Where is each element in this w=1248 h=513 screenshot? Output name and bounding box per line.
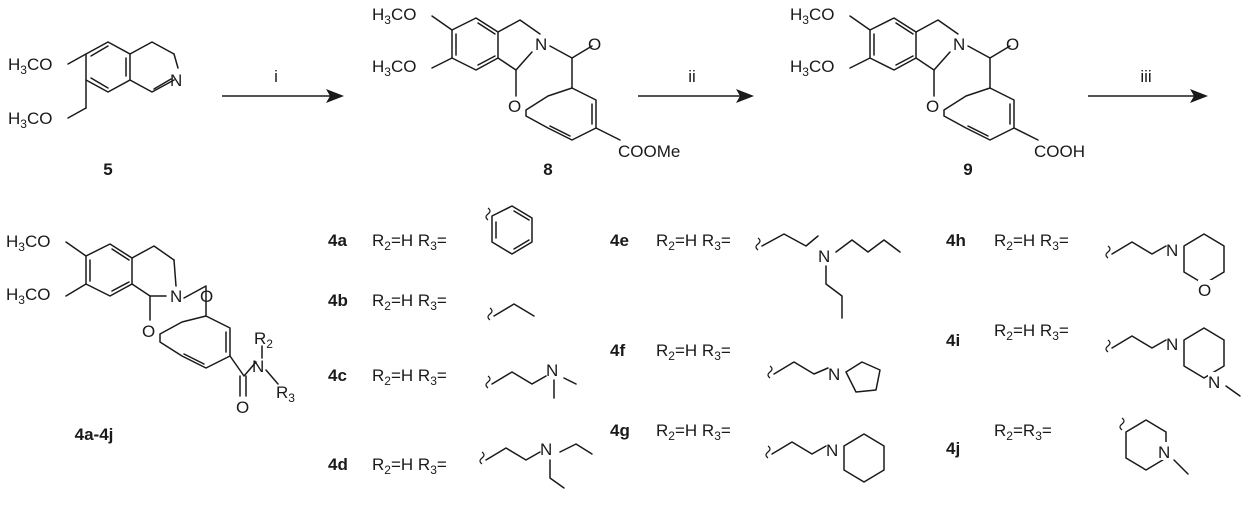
atom-O: O — [1198, 281, 1211, 300]
atom-N: N — [1208, 373, 1220, 392]
entry-id: 4b — [328, 291, 348, 310]
r2-h-label: R2=H R3= — [372, 455, 447, 477]
entry-id: 4d — [328, 455, 348, 474]
och3-label: H3CO — [6, 285, 50, 307]
entry-4i: 4i R2=H R3= N N — [946, 321, 1241, 397]
entry-id: 4e — [610, 231, 629, 250]
entry-4f: 4f R2=H R3= N — [610, 341, 881, 393]
r2-label: R2 — [254, 329, 273, 351]
compound-4-structure: H3CO H3CO N O O O N R2 R3 4a-4j — [6, 232, 295, 444]
atom-N: N — [170, 287, 182, 306]
atom-O: O — [926, 97, 939, 116]
r2-h-label: R2=H R3= — [656, 231, 731, 253]
r2-h-label: R2=H R3= — [372, 366, 447, 388]
attachment-wavy — [487, 307, 493, 321]
compound-label-4a-4j: 4a-4j — [75, 425, 114, 444]
step-label-i: i — [274, 67, 278, 86]
och3-label: H3CO — [372, 57, 416, 79]
attachment-wavy — [485, 375, 491, 389]
atom-O: O — [508, 97, 521, 116]
och3-label: H3CO — [790, 5, 834, 27]
atom-N: N — [252, 357, 264, 376]
attachment-wavy — [479, 451, 485, 465]
entry-id: 4i — [946, 331, 960, 350]
atom-N: N — [540, 440, 552, 459]
och3-label: H3CO — [790, 57, 834, 79]
atom-N: N — [170, 71, 182, 90]
reaction-arrow-iii: iii — [1088, 67, 1208, 103]
entry-id: 4c — [328, 366, 347, 385]
entry-id: 4h — [946, 231, 966, 250]
r2-h-label: R2=H R3= — [994, 321, 1069, 343]
entry-4b: 4b R2=H R3= — [328, 291, 535, 321]
atom-O: O — [588, 35, 601, 54]
och3-label: H3CO — [372, 5, 416, 27]
entry-id: 4g — [610, 421, 630, 440]
cooh-label: COOH — [1034, 142, 1085, 161]
atom-N: N — [535, 35, 547, 54]
atom-N: N — [1166, 241, 1178, 260]
attachment-wavy — [1105, 339, 1111, 353]
attachment-wavy — [1119, 417, 1125, 431]
atom-N: N — [1158, 443, 1170, 462]
compound-label-5: 5 — [103, 160, 112, 179]
attachment-wavy — [767, 365, 773, 379]
atom-O: O — [142, 322, 155, 341]
entry-4a: 4a R2=H R3= — [328, 205, 533, 255]
compound-9-structure: H3CO H3CO N O O COOH 9 — [790, 5, 1085, 179]
reaction-arrow-i: i — [222, 67, 344, 103]
r2-h-label: R2=H R3= — [372, 231, 447, 253]
compound-5-structure: H3CO H3CO N 5 — [8, 41, 182, 179]
entry-id: 4f — [610, 341, 625, 360]
atom-N: N — [828, 365, 840, 384]
entry-4c: 4c R2=H R3= N — [328, 361, 577, 399]
coome-label: COOMe — [618, 142, 680, 161]
atom-N: N — [546, 361, 558, 380]
step-label-ii: ii — [688, 67, 696, 86]
compound-label-8: 8 — [543, 160, 552, 179]
entry-id: 4a — [328, 231, 347, 250]
entry-4d: 4d R2=H R3= N — [328, 440, 593, 489]
attachment-wavy — [765, 445, 771, 459]
entry-4g: 4g R2=H R3= N — [610, 421, 885, 483]
attachment-wavy — [485, 207, 491, 221]
attachment-wavy — [1105, 245, 1111, 259]
compound-8-structure: H3CO H3CO N O O COOMe 8 — [372, 5, 680, 179]
atom-N: N — [818, 247, 830, 266]
och3-label: H3CO — [6, 232, 50, 254]
atom-O: O — [236, 398, 249, 417]
compound-label-9: 9 — [963, 160, 972, 179]
entry-4h: 4h R2=H R3= N O — [946, 231, 1225, 300]
entry-4e: 4e R2=H R3= N — [610, 231, 901, 319]
atom-N: N — [826, 441, 838, 460]
atom-N: N — [953, 35, 965, 54]
step-label-iii: iii — [1140, 67, 1151, 86]
reaction-arrow-ii: ii — [638, 67, 754, 103]
entry-id: 4j — [946, 439, 960, 458]
atom-O: O — [200, 287, 213, 306]
och3-label: H3CO — [8, 55, 52, 77]
entry-4j: 4j R2=R3= N — [946, 417, 1189, 475]
r2-h-label: R2=H R3= — [656, 341, 731, 363]
atom-O: O — [1006, 35, 1019, 54]
atom-N: N — [1166, 335, 1178, 354]
attachment-wavy — [755, 237, 761, 251]
r2-h-label: R2=H R3= — [372, 291, 447, 313]
r3-label: R3 — [276, 383, 295, 405]
r2-h-label: R2=H R3= — [656, 421, 731, 443]
och3-label: H3CO — [8, 109, 52, 131]
r2-eq-r3-label: R2=R3= — [994, 421, 1052, 443]
r2-h-label: R2=H R3= — [994, 231, 1069, 253]
